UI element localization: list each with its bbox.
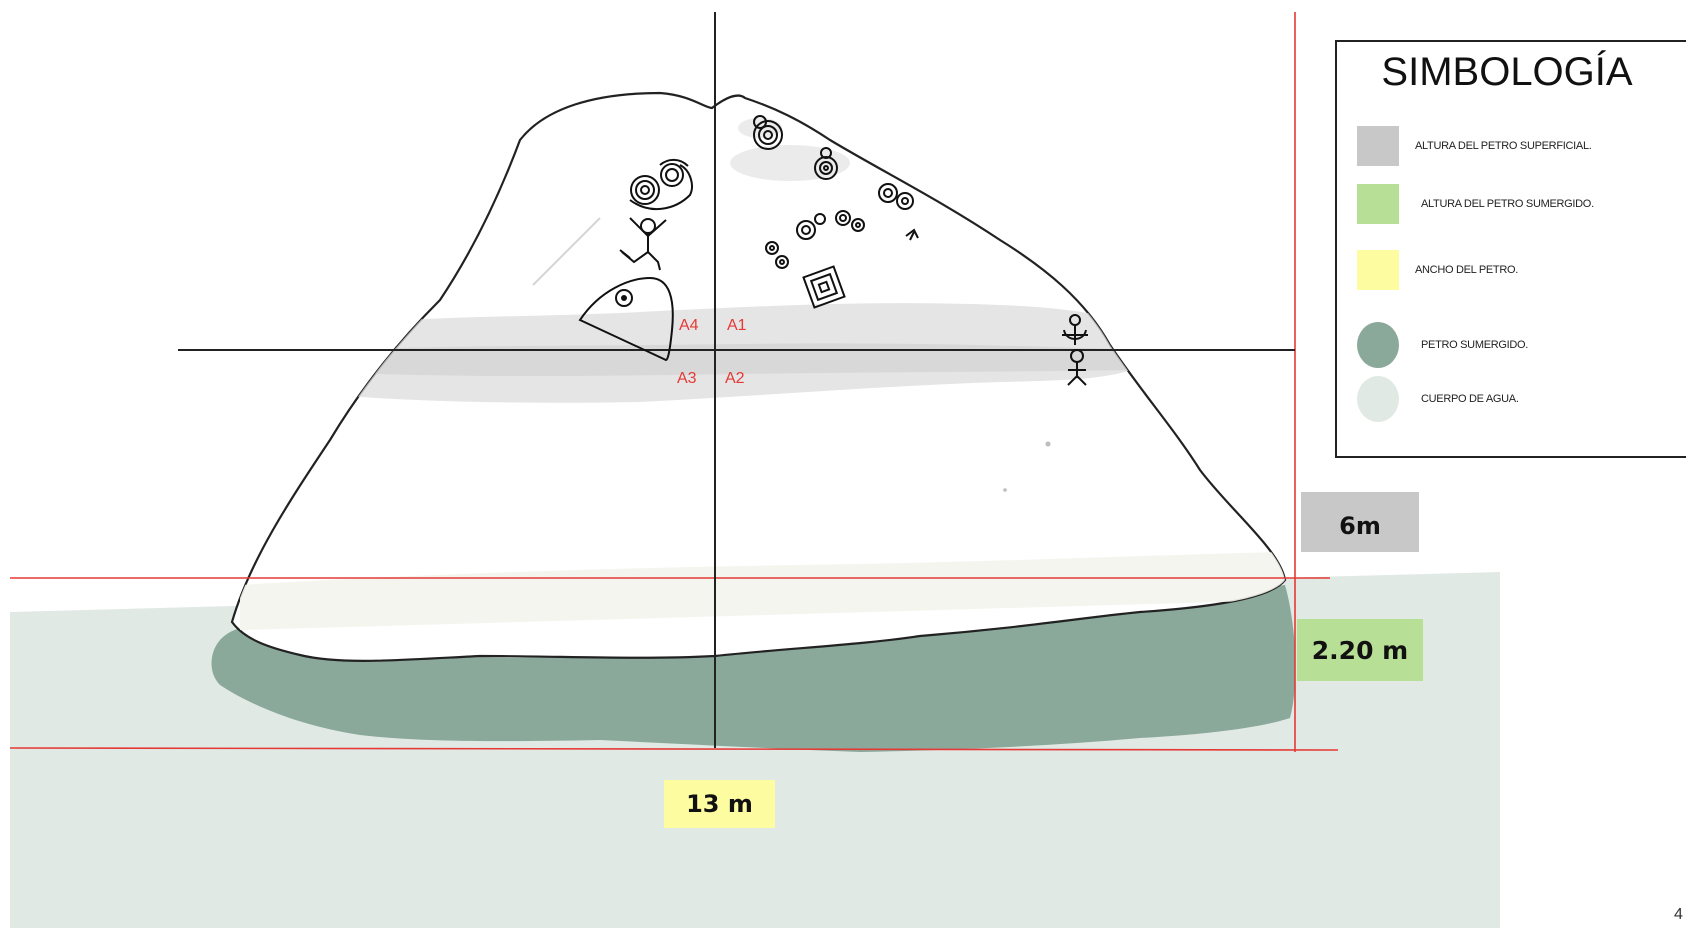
axes-crosshair [178, 12, 1295, 748]
faint-scratch-line [532, 217, 601, 286]
legend-swatch-green [1357, 184, 1399, 224]
measure-surface-height: 6m [1301, 492, 1419, 552]
page-number: 4 [1674, 906, 1683, 923]
legend-item-surface-height: ALTURA DEL PETRO SUPERFICIAL. [1357, 126, 1592, 166]
ref-line-base [9, 747, 1339, 751]
legend-label: PETRO SUMERGIDO. [1421, 339, 1529, 351]
reference-lines [9, 12, 1339, 752]
measure-submerged-height-value: 2.20 m [1311, 635, 1409, 665]
legend-item-submerged-height: ALTURA DEL PETRO SUMERGIDO. [1357, 184, 1594, 224]
anthropomorphic-figure-left [619, 217, 667, 271]
dome-glyph [578, 276, 674, 362]
square-spiral-glyph [802, 265, 846, 309]
legend-swatch-dark-circle [1357, 322, 1399, 368]
measure-surface-height-value: 6m [1339, 512, 1381, 540]
spiral-cluster-top [753, 115, 919, 269]
area-label-a2: A2 [725, 370, 745, 387]
legend-title: SIMBOLOGÍA [1381, 50, 1633, 94]
submerged-rock [211, 585, 1296, 752]
faint-dot [1003, 488, 1007, 492]
area-label-a1: A1 [727, 317, 747, 334]
legend-item-width: ANCHO DEL PETRO. [1357, 250, 1518, 290]
legend-swatch-light-circle [1357, 376, 1399, 422]
legend-item-submerged-rock: PETRO SUMERGIDO. [1357, 322, 1528, 368]
legend-item-water-body: CUERPO DE AGUA. [1357, 376, 1519, 422]
legend-label: ALTURA DEL PETRO SUMERGIDO. [1421, 198, 1594, 210]
rock-shading [240, 118, 1285, 630]
area-label-a3: A3 [677, 370, 697, 387]
area-label-a4: A4 [679, 317, 699, 334]
spiral-figure-left [629, 158, 693, 211]
measure-width: 13 m [664, 780, 775, 828]
legend-swatch-yellow [1357, 250, 1399, 290]
anthropomorphic-figure-right [1062, 314, 1088, 386]
legend-swatch-grey [1357, 126, 1399, 166]
measure-width-value: 13 m [686, 790, 753, 818]
petroglyph-engravings [532, 115, 1088, 492]
legend-label: CUERPO DE AGUA. [1421, 393, 1519, 405]
legend-label: ALTURA DEL PETRO SUPERFICIAL. [1415, 140, 1592, 152]
measure-submerged-height: 2.20 m [1297, 619, 1423, 681]
faint-dot [1045, 441, 1051, 447]
legend-box: SIMBOLOGÍA ALTURA DEL PETRO SUPERFICIAL.… [1335, 40, 1686, 458]
legend-label: ANCHO DEL PETRO. [1415, 264, 1518, 276]
